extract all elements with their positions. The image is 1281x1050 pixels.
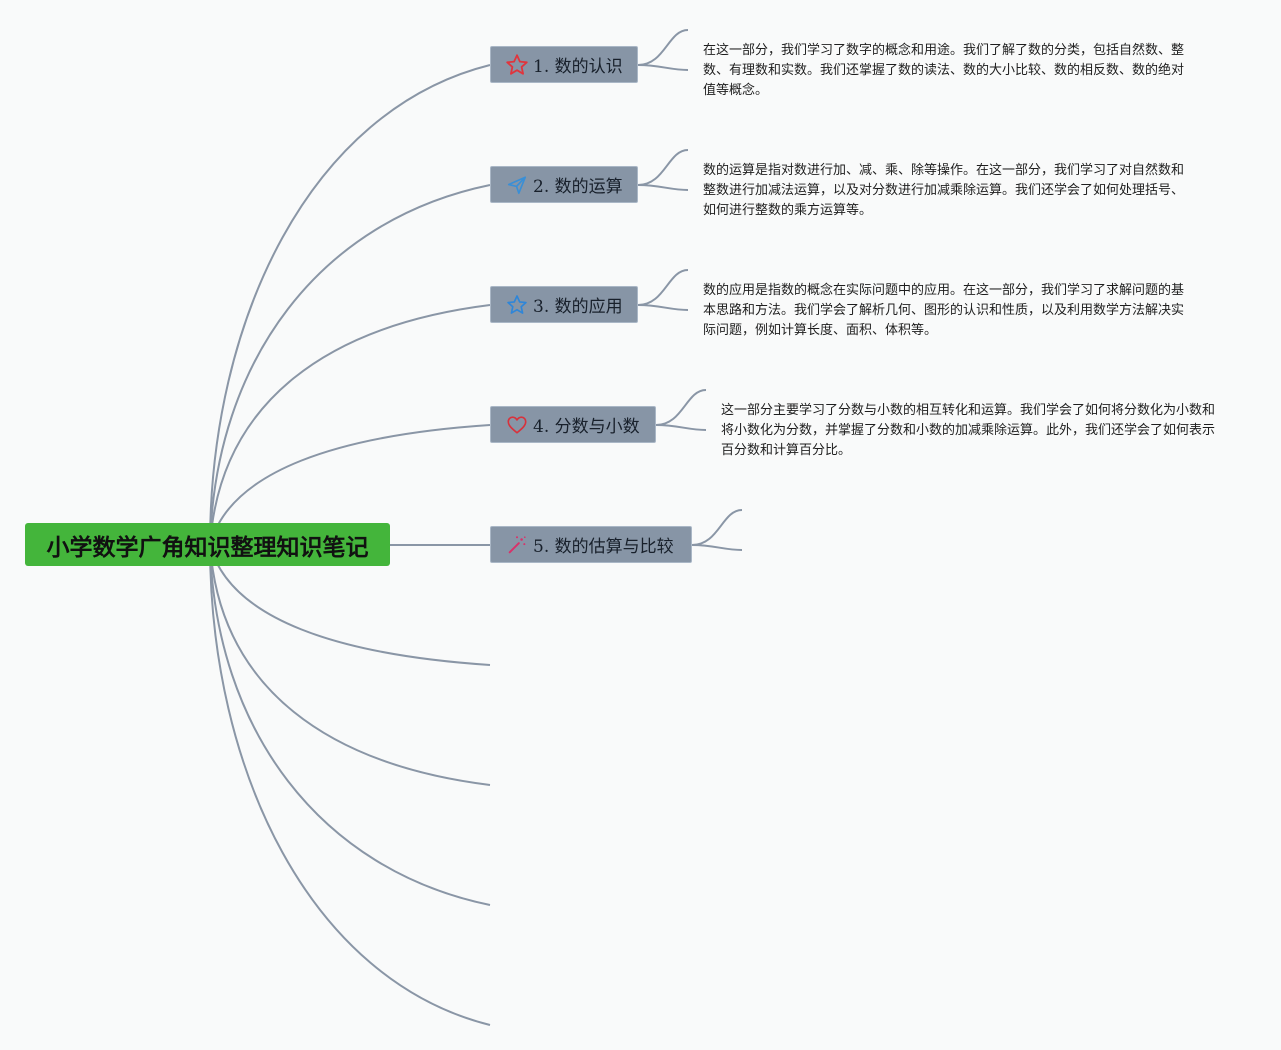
topic-3-label: 3. 数的应用 [533, 297, 623, 317]
topic-5-label: 5. 数的估算与比较 [533, 537, 674, 557]
paper-plane-icon [505, 173, 529, 197]
connector-topic-3-note [637, 269, 689, 306]
connector-topic-1-note [637, 29, 689, 66]
root-topic[interactable]: 小学数学广角知识整理知识笔记 [25, 523, 390, 566]
connector-topic-4-end [655, 424, 707, 431]
connector-root-topic-3 [209, 304, 491, 546]
topic-2-label: 2. 数的运算 [533, 177, 623, 197]
topic-2[interactable]: 2. 数的运算 [490, 166, 638, 203]
topic-3-note: 数的应用是指数的概念在实际问题中的应用。在这一部分，我们学习了求解问题的基本思路… [703, 283, 1185, 338]
connector-root-empty-8 [209, 544, 491, 906]
magic-wand-icon [505, 533, 529, 557]
star-outline-icon [505, 293, 529, 317]
topic-1[interactable]: 1. 数的认识 [490, 46, 638, 83]
connector-topic-5-end [691, 544, 743, 551]
connector-root-topic-1 [209, 64, 491, 546]
topic-4-note: 这一部分主要学习了分数与小数的相互转化和运算。我们学会了如何将分数化为小数和将小… [721, 403, 1216, 458]
topic-5[interactable]: 5. 数的估算与比较 [490, 526, 692, 563]
topic-4-label: 4. 分数与小数 [533, 417, 640, 437]
connector-topic-5-note [691, 509, 743, 546]
star-outline-icon [505, 53, 529, 77]
connector-topic-1-end [637, 64, 689, 71]
connector-topic-4-note [655, 389, 707, 426]
connector-root-empty-6 [209, 544, 491, 666]
topic-1-note: 在这一部分，我们学习了数字的概念和用途。我们了解了数的分类，包括自然数、整数、有… [703, 43, 1185, 98]
topic-2-note: 数的运算是指对数进行加、减、乘、除等操作。在这一部分，我们学习了对自然数和整数进… [703, 163, 1185, 218]
connector-root-empty-7 [209, 544, 491, 786]
connector-topic-2-end [637, 184, 689, 191]
connector-root-topic-2 [209, 184, 491, 546]
connector-root-topic-4 [209, 424, 491, 546]
root-topic-label: 小学数学广角知识整理知识笔记 [46, 534, 369, 561]
topic-3[interactable]: 3. 数的应用 [490, 286, 638, 323]
topic-4[interactable]: 4. 分数与小数 [490, 406, 656, 443]
connector-topic-2-note [637, 149, 689, 186]
connector-topic-3-end [637, 304, 689, 311]
connector-root-empty-9 [209, 544, 491, 1026]
topic-1-label: 1. 数的认识 [533, 57, 623, 77]
heart-outline-icon [505, 413, 529, 437]
